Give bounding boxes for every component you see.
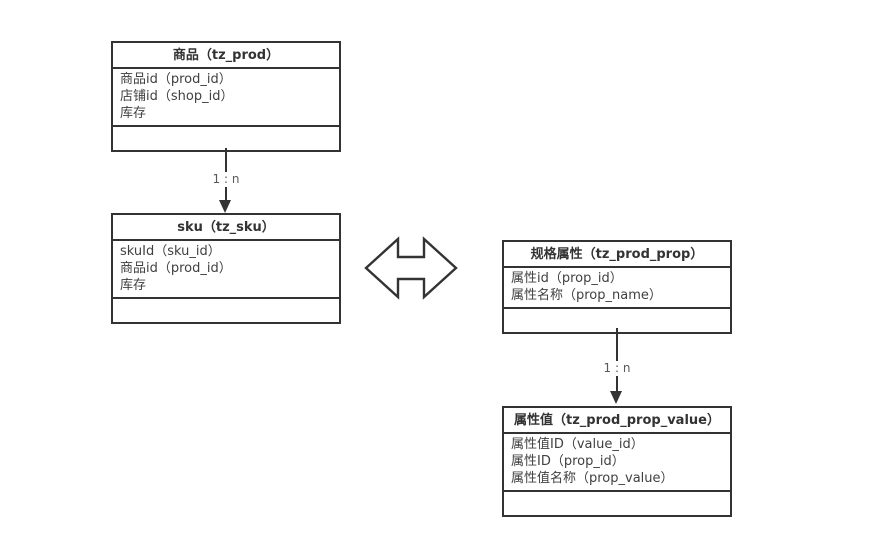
table-field: 属性值名称（prop_value） [511, 471, 674, 486]
table-field: 属性值ID（value_id） [511, 437, 644, 452]
arrowhead-down-icon [219, 200, 231, 213]
table-fields-prod: 商品id（prod_id） 店铺id（shop_id） 库存 [113, 69, 339, 127]
table-fields-sku: skuId（sku_id） 商品id（prod_id） 库存 [113, 241, 339, 299]
double-arrow-polygon [364, 236, 458, 300]
table-footer [113, 127, 339, 150]
table-footer [504, 492, 730, 515]
relation-label-prop-value[interactable]: 1 : n [595, 361, 639, 376]
table-field: 商品id（prod_id） [120, 72, 232, 87]
table-field: 库存 [120, 278, 147, 293]
entity-table-prod[interactable]: 商品（tz_prod） 商品id（prod_id） 店铺id（shop_id） … [111, 41, 341, 152]
table-title-sku: sku（tz_sku） [113, 215, 339, 241]
entity-table-prod-prop-value[interactable]: 属性值（tz_prod_prop_value） 属性值ID（value_id） … [502, 406, 732, 517]
table-field: skuId（sku_id） [120, 244, 221, 259]
table-fields-prod-prop-value: 属性值ID（value_id） 属性ID（prop_id） 属性值名称（prop… [504, 434, 730, 492]
arrowhead-down-icon [610, 391, 622, 404]
table-field: 库存 [120, 106, 147, 121]
table-field: 属性id（prop_id） [511, 271, 623, 286]
table-field: 属性名称（prop_name） [511, 288, 662, 303]
table-field: 店铺id（shop_id） [120, 89, 234, 104]
table-fields-prod-prop: 属性id（prop_id） 属性名称（prop_name） [504, 268, 730, 309]
table-title-prod-prop-value: 属性值（tz_prod_prop_value） [504, 408, 730, 434]
entity-table-prod-prop[interactable]: 规格属性（tz_prod_prop） 属性id（prop_id） 属性名称（pr… [502, 240, 732, 334]
table-field: 商品id（prod_id） [120, 261, 232, 276]
double-arrow-shape[interactable] [364, 236, 458, 300]
table-footer [113, 299, 339, 322]
relation-label-prod-sku[interactable]: 1 : n [204, 172, 248, 187]
table-field: 属性ID（prop_id） [511, 454, 625, 469]
table-title-prod-prop: 规格属性（tz_prod_prop） [504, 242, 730, 268]
connector-prop-value-line[interactable] [616, 328, 618, 393]
table-footer [504, 309, 730, 332]
table-title-prod: 商品（tz_prod） [113, 43, 339, 69]
entity-table-sku[interactable]: sku（tz_sku） skuId（sku_id） 商品id（prod_id） … [111, 213, 341, 324]
